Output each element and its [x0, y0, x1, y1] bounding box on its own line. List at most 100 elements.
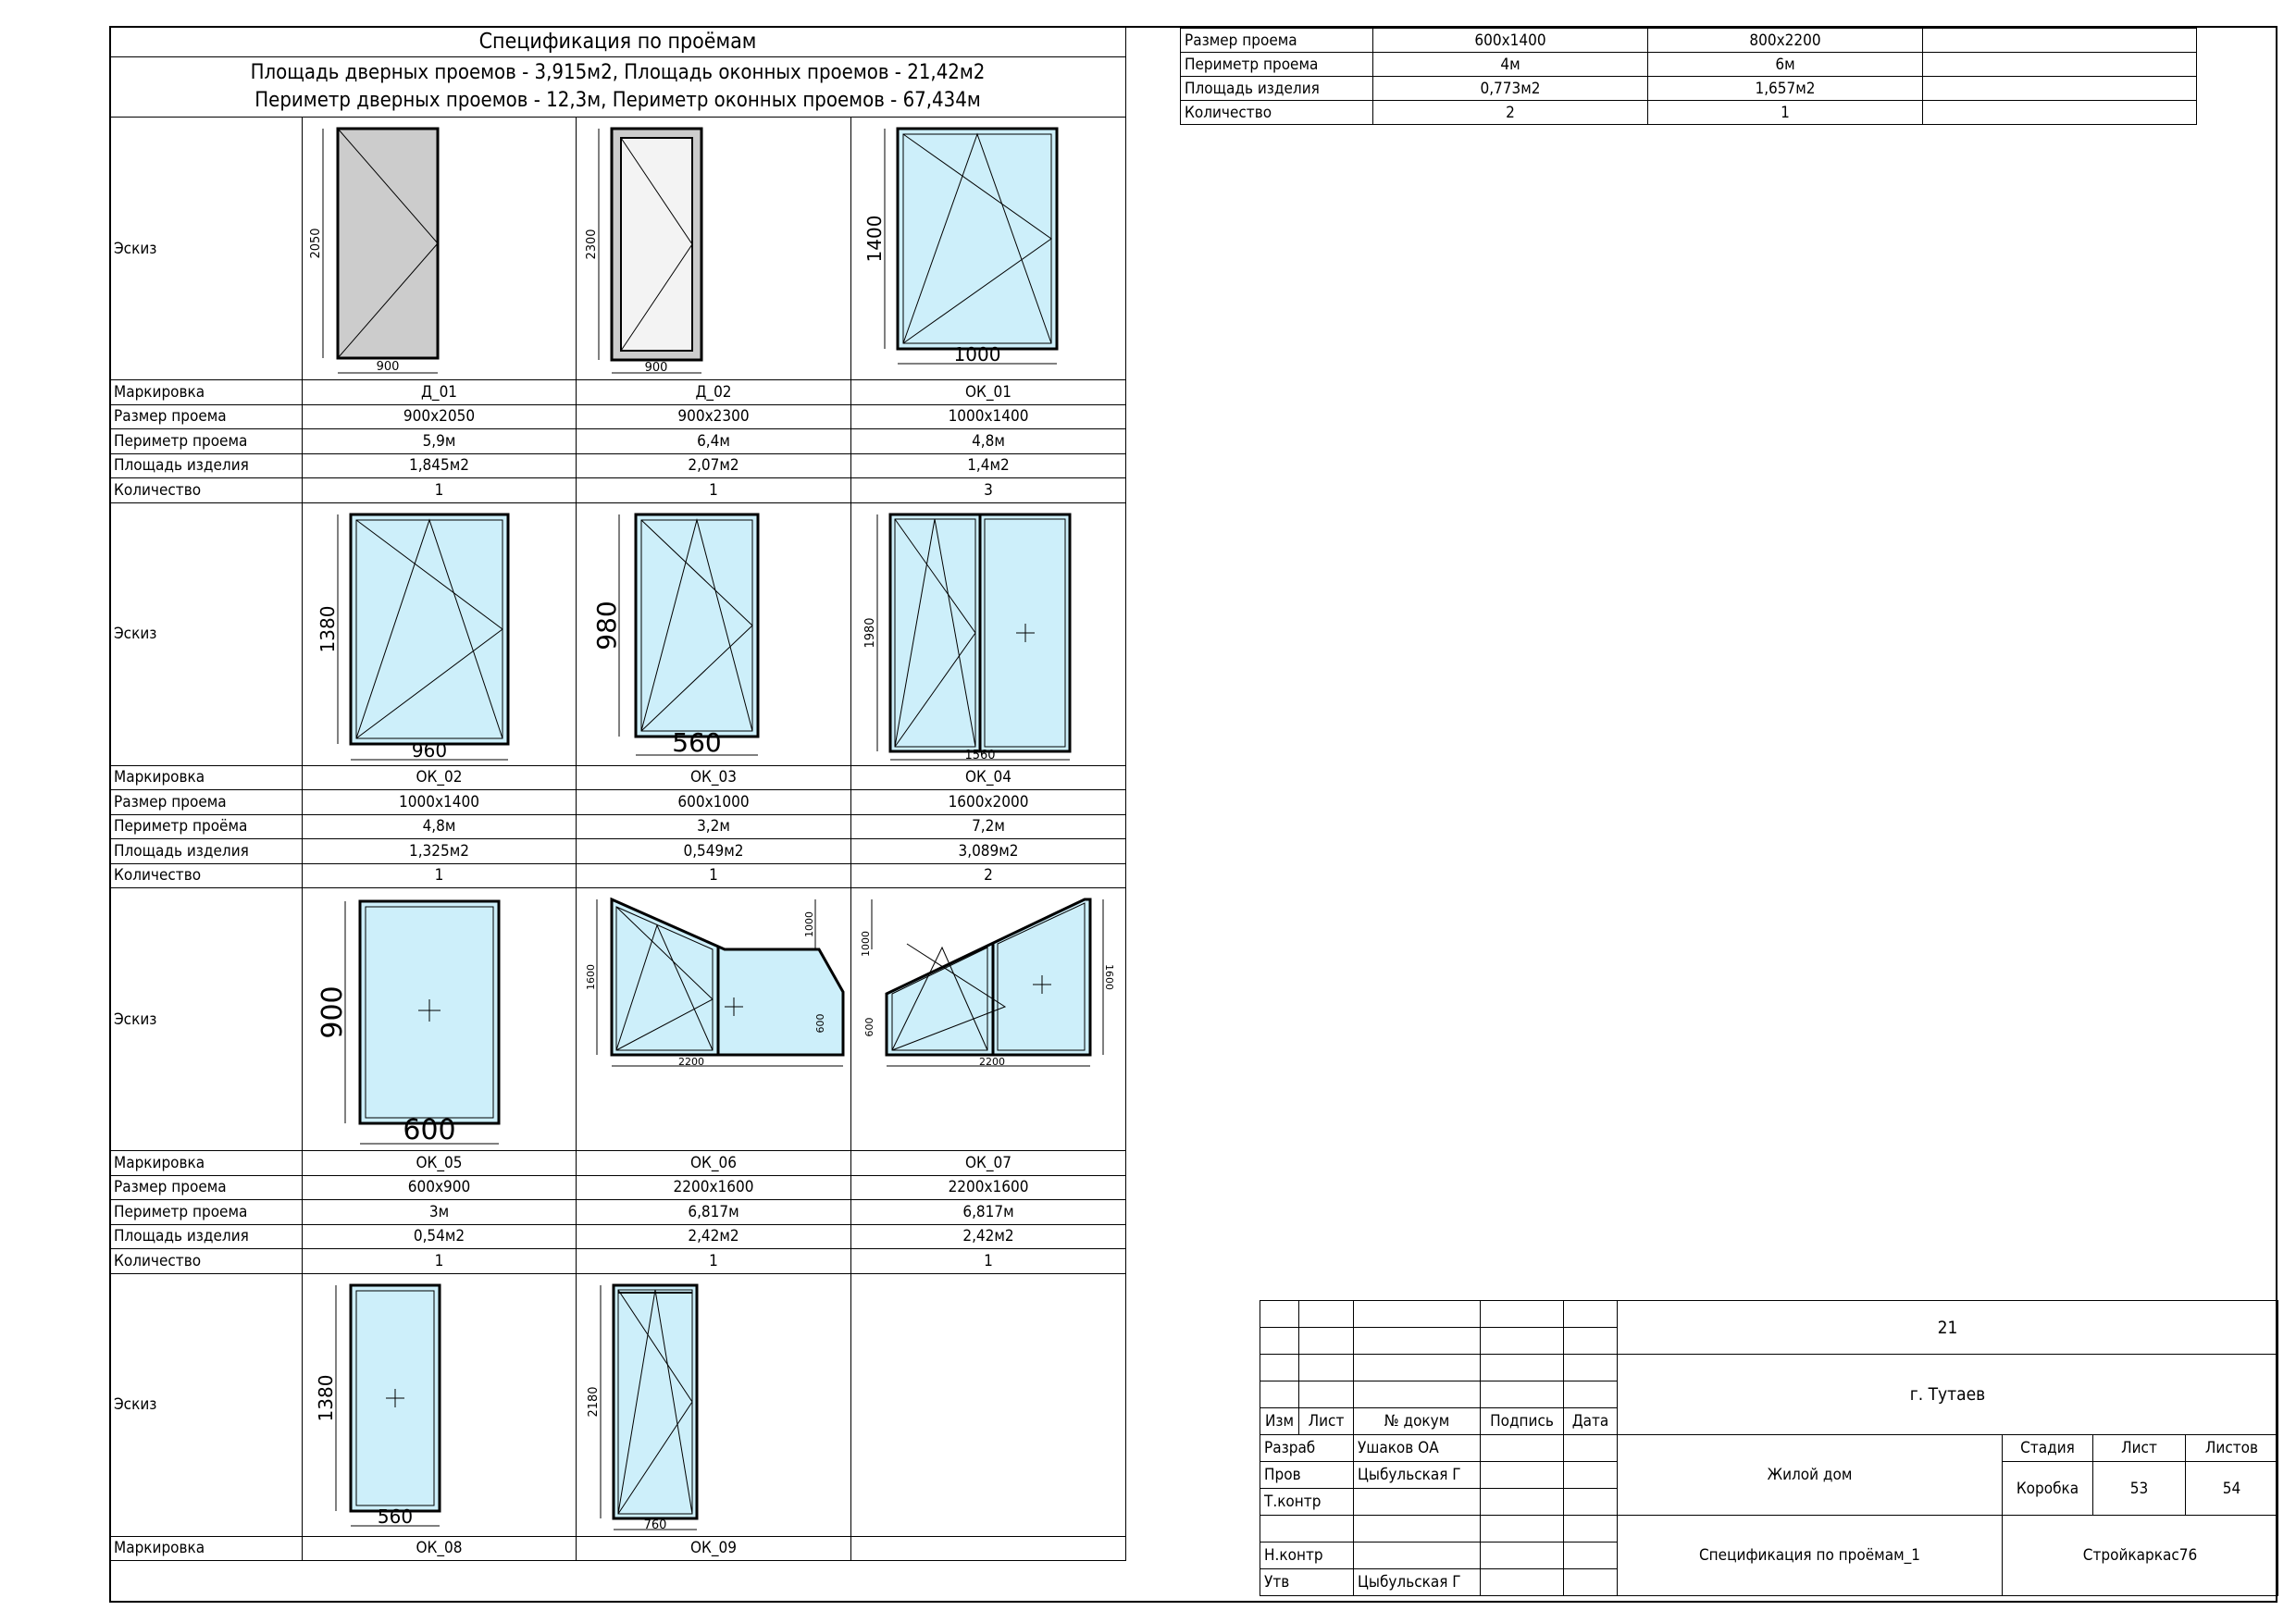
cont-cell: 600x1400	[1372, 28, 1648, 53]
stage-value: Коробка	[2002, 1461, 2093, 1516]
row-label-size: Размер проема	[109, 1174, 303, 1200]
sketch-ok09: 2180 760	[576, 1272, 851, 1537]
dim-ok07-right: 1600	[1103, 964, 1115, 990]
cell-size: 2200x1600	[850, 1174, 1127, 1200]
cell-size: 1600x2000	[850, 789, 1127, 815]
cell-area: 0,549м2	[576, 838, 851, 864]
cell-perimeter: 4,8м	[302, 813, 577, 839]
sheet-title: Спецификация по проёмам_1	[1617, 1515, 2003, 1596]
sheet-value: 53	[2092, 1461, 2186, 1516]
role-tkontr: Т.контр	[1260, 1488, 1354, 1516]
cell-mark: ОК_02	[302, 764, 577, 790]
cell-qty: 1	[576, 1248, 851, 1274]
company-name: Стройкаркас76	[2002, 1515, 2278, 1596]
sketch-d02: 2300 900	[576, 117, 851, 380]
summary-line-2: Периметр дверных проемов - 12,3м, Периме…	[254, 89, 981, 112]
cell-mark: ОК_01	[850, 379, 1127, 405]
dim-ok06-w: 2200	[678, 1056, 704, 1068]
row-label-mark: Маркировка	[109, 764, 303, 790]
cell-size: 600x900	[302, 1174, 577, 1200]
cell-mark: ОК_03	[576, 764, 851, 790]
object-name: Жилой дом	[1617, 1434, 2003, 1516]
dim-ok07-top: 1000	[860, 931, 872, 957]
dim-ok05-h: 900	[316, 985, 349, 1038]
spec-continuation-table: Размер проема 600x1400 800x2200 Периметр…	[1180, 28, 2197, 125]
dim-ok03-h: 980	[591, 601, 622, 650]
sheet-label: Лист	[2092, 1434, 2186, 1462]
dim-ok08-h: 1380	[315, 1374, 337, 1421]
sketch-ok08: 1380 560	[302, 1272, 577, 1537]
hdr-doc: № докум	[1353, 1407, 1481, 1435]
cell-mark: Д_02	[576, 379, 851, 405]
dim-ok08-w: 560	[378, 1505, 413, 1528]
openings-spec-table: Спецификация по проёмам Площадь дверных …	[108, 26, 1127, 1561]
cont-cell: 6м	[1647, 52, 1923, 77]
sketch-ok03: 980 560	[576, 502, 851, 766]
cell-mark: ОК_04	[850, 764, 1127, 790]
cell-qty: 2	[850, 862, 1127, 888]
row-label-qty: Количество	[109, 1248, 303, 1274]
hdr-sign: Подпись	[1480, 1407, 1564, 1435]
cell-mark: ОК_09	[576, 1535, 851, 1561]
dim-ok09-w: 760	[644, 1518, 667, 1532]
cell-size: 900x2050	[302, 403, 577, 429]
cell-size: 600x1000	[576, 789, 851, 815]
cell-size: 1000x1400	[302, 789, 577, 815]
cont-cell	[1922, 76, 2197, 101]
cell-mark: Д_01	[302, 379, 577, 405]
hdr-list: Лист	[1298, 1407, 1354, 1435]
role-razrab: Разраб	[1260, 1434, 1354, 1462]
cont-cell: 4м	[1372, 52, 1648, 77]
row-label-area: Площадь изделия	[109, 1223, 303, 1249]
dim-ok07-w: 2200	[979, 1056, 1005, 1068]
name-prov: Цыбульская Г	[1353, 1461, 1481, 1489]
cont-cell: 1,657м2	[1647, 76, 1923, 101]
dim-d02-w: 900	[645, 361, 668, 375]
row-label-sketch: Эскиз	[109, 117, 303, 380]
cont-label: Размер проема	[1180, 28, 1373, 53]
sketch-ok05: 900 600	[302, 887, 577, 1151]
cont-cell: 0,773м2	[1372, 76, 1648, 101]
dim-ok06-right: 600	[814, 1014, 826, 1034]
dim-ok06-top: 1000	[803, 911, 815, 937]
sheets-value: 54	[2185, 1461, 2278, 1516]
cell-qty: 1	[576, 862, 851, 888]
cont-cell	[1922, 100, 2197, 125]
row-label-sketch: Эскиз	[109, 1272, 303, 1537]
name-utv: Цыбульская Г	[1353, 1568, 1481, 1596]
dim-ok07-left: 600	[863, 1018, 875, 1037]
name-razrab: Ушаков ОА	[1353, 1434, 1481, 1462]
cont-label: Площадь изделия	[1180, 76, 1373, 101]
cont-cell: 1	[1647, 100, 1923, 125]
cell-qty: 1	[302, 862, 577, 888]
cell-size: 900x2300	[576, 403, 851, 429]
sketch-ok02: 1380 960	[302, 502, 577, 766]
spec-summary: Площадь дверных проемов - 3,915м2, Площа…	[108, 56, 1127, 118]
cell-area: 1,325м2	[302, 838, 577, 864]
row-label-area: Площадь изделия	[109, 452, 303, 478]
cell-area: 3,089м2	[850, 838, 1127, 864]
cont-cell: 2	[1372, 100, 1648, 125]
cell-area: 2,42м2	[850, 1223, 1127, 1249]
cell-area: 2,07м2	[576, 452, 851, 478]
cell-perimeter: 3,2м	[576, 813, 851, 839]
cell-size: 2200x1600	[576, 1174, 851, 1200]
cell-mark: ОК_08	[302, 1535, 577, 1561]
dim-ok03-w: 560	[672, 727, 721, 758]
row-label-qty: Количество	[109, 862, 303, 888]
row-label-perimeter: Периметр проема	[109, 1199, 303, 1225]
cont-label: Количество	[1180, 100, 1373, 125]
dim-ok06-left: 1600	[585, 964, 597, 990]
title-block: 21 г. Тутаев Изм Лист № докум Подпись Да…	[1260, 1300, 2278, 1596]
dim-ok04-w: 1560	[964, 749, 995, 762]
dim-ok01-w: 1000	[954, 343, 1001, 365]
cont-cell	[1922, 52, 2197, 77]
dim-ok02-h: 1380	[316, 605, 339, 652]
cell-mark: ОК_06	[576, 1150, 851, 1176]
cell-mark: ОК_07	[850, 1150, 1127, 1176]
cell-area: 2,42м2	[576, 1223, 851, 1249]
sketch-ok06: 1600 1000 600 2200	[576, 887, 851, 1151]
role-prov: Пров	[1260, 1461, 1354, 1489]
sketch-ok01: 1400 1000	[850, 117, 1127, 380]
cell-perimeter: 6,817м	[850, 1199, 1127, 1225]
